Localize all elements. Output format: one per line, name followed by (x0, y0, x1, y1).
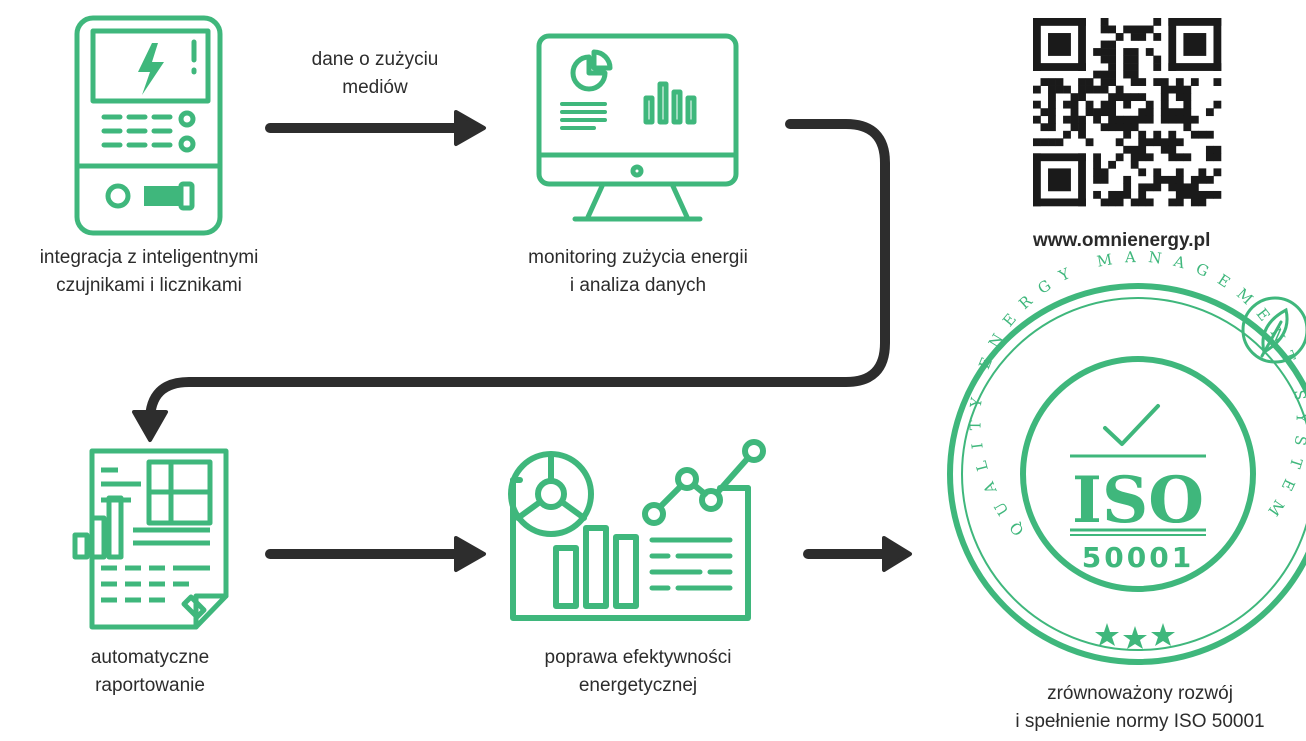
meter-bar-icon (144, 186, 182, 206)
step-3-label: automatyczne raportowanie (90, 647, 210, 696)
lightning-bolt-icon (138, 43, 164, 95)
step-1-label: integracja z inteligentnymi czujnikami i… (39, 247, 259, 296)
smart-meter-icon (74, 15, 223, 236)
leaf-icon (1241, 296, 1306, 364)
arrow-right-2 (265, 536, 486, 572)
step-4-label: poprawa efektywności energetycznej (544, 647, 732, 696)
website-link[interactable]: www.omnienergy.pl (1033, 230, 1211, 251)
arrow-label: dane o zużyciu mediów (311, 49, 439, 98)
step-5-label: zrównoważony rozwój i spełnienie normy I… (1015, 683, 1265, 732)
qr-code[interactable] (1033, 18, 1222, 207)
analytics-dashboard-icon (508, 439, 766, 621)
step-2-label: monitoring zużycia energii i analiza dan… (528, 247, 748, 296)
arrow-right-3 (803, 536, 912, 572)
monitor-text-lines-icon (560, 102, 607, 130)
iso-number-text: 50001 (1082, 541, 1194, 574)
report-lines-icon (101, 467, 210, 603)
analytics-lines-icon (649, 537, 733, 591)
stars-icon (1095, 623, 1175, 649)
arrow-right-1 (265, 110, 486, 146)
monitor-dashboard-icon (536, 33, 739, 222)
iso-badge-icon (947, 283, 1306, 665)
report-document-icon (72, 448, 229, 630)
iso-standard-text: ISO (1072, 463, 1204, 538)
connector-arrow (132, 119, 890, 442)
